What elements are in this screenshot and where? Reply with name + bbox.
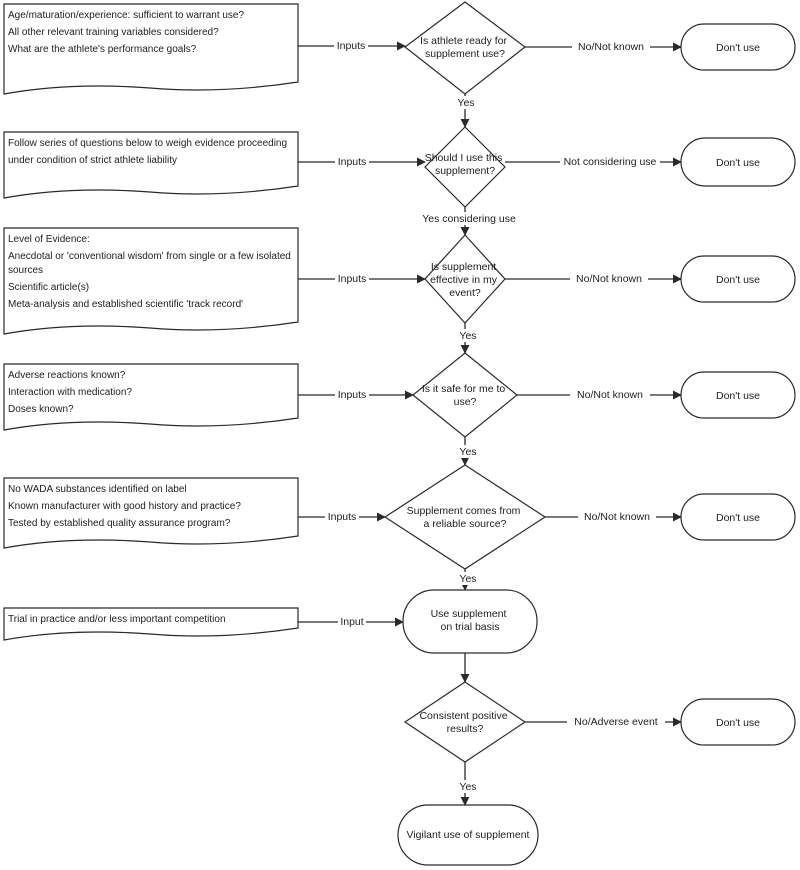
- svg-text:Use supplement on trial: Use supplement on trial basis: [431, 608, 510, 633]
- input-label: Inputs: [328, 511, 357, 523]
- input-document-3: Level of Evidence: Anecdotal or 'convent…: [3, 227, 299, 335]
- input-labels: Inputs Inputs Inputs Inputs Inputs Input: [325, 39, 369, 628]
- outcome-dont-use-5: Don't use: [680, 493, 796, 541]
- no-label: No/Adverse event: [574, 716, 658, 728]
- svg-text:Is athlete ready for sup: Is athlete ready for supplement use?: [420, 35, 510, 60]
- input-label: Inputs: [338, 156, 367, 168]
- decision-5: Supplement comes from a reliable source?: [383, 464, 547, 570]
- outcome-dont-use-6: Don't use: [680, 698, 796, 746]
- svg-text:Don't use: Don't use: [716, 274, 760, 286]
- yes-label: Yes: [459, 781, 476, 793]
- input-text: Age/maturation/experience: sufficient to…: [8, 10, 247, 55]
- input-document-6: Trial in practice and/or less important …: [3, 607, 299, 641]
- input-text: No WADA substances identified on label K…: [8, 484, 244, 529]
- input-text: Adverse reactions known? Interaction wit…: [8, 370, 135, 415]
- decision-6: Consistent positive results?: [403, 681, 527, 763]
- process-vigilant-use: Vigilant use of supplement: [397, 804, 539, 866]
- yes-label: Yes: [459, 330, 476, 342]
- decision-1: Is athlete ready for supplement use?: [404, 1, 526, 95]
- svg-text:Don't use: Don't use: [716, 390, 760, 402]
- svg-text:Don't use: Don't use: [716, 717, 760, 729]
- no-label: No/Not known: [578, 41, 644, 53]
- input-text: Follow series of questions below to weig…: [8, 138, 290, 166]
- input-document-5: No WADA substances identified on label K…: [3, 477, 299, 549]
- input-text: Level of Evidence: Anecdotal or 'convent…: [8, 234, 294, 310]
- outcome-dont-use-3: Don't use: [680, 255, 796, 303]
- input-label: Inputs: [337, 40, 366, 52]
- svg-text:Consistent positive resu: Consistent positive results?: [419, 710, 510, 735]
- input-document-1: Age/maturation/experience: sufficient to…: [3, 3, 299, 95]
- input-connectors: [298, 41, 426, 627]
- outcome-dont-use-4: Don't use: [680, 371, 796, 419]
- input-document-4: Adverse reactions known? Interaction wit…: [3, 363, 299, 431]
- outcome-dont-use-2: Don't use: [680, 137, 796, 187]
- svg-text:Is it safe for me to use: Is it safe for me to use?: [422, 383, 508, 408]
- no-label: No/Not known: [584, 511, 650, 523]
- svg-text:Don't use: Don't use: [716, 157, 760, 169]
- no-label: No/Not known: [577, 389, 643, 401]
- svg-text:Don't use: Don't use: [716, 42, 760, 54]
- no-label: Not considering use: [564, 156, 657, 168]
- input-label: Inputs: [338, 273, 367, 285]
- yes-labels: Yes Yes considering use Yes Yes Yes Yes: [421, 96, 517, 793]
- svg-text:Supplement comes from a: Supplement comes from a reliable source?: [407, 505, 524, 530]
- process-trial-use: Use supplement on trial basis: [402, 589, 538, 654]
- svg-text:Is supplement effective: Is supplement effective in my event?: [430, 261, 500, 299]
- decision-3: Is supplement effective in my event?: [424, 234, 506, 324]
- input-text: Trial in practice and/or less important …: [8, 614, 226, 625]
- yes-label: Yes: [459, 446, 476, 458]
- yes-label: Yes: [457, 97, 474, 109]
- no-label: No/Not known: [576, 273, 642, 285]
- outcome-dont-use-1: Don't use: [680, 23, 796, 71]
- input-document-2: Follow series of questions below to weig…: [3, 131, 299, 199]
- svg-text:Vigilant use of supplement: Vigilant use of supplement: [407, 829, 530, 841]
- yes-label: Yes: [459, 573, 476, 585]
- yes-label: Yes considering use: [422, 213, 516, 225]
- svg-text:Should I use this supple: Should I use this supplement?: [425, 152, 506, 177]
- svg-text:Don't use: Don't use: [716, 512, 760, 524]
- no-labels: No/Not known Not considering use No/Not …: [560, 40, 665, 728]
- decision-2: Should I use this supplement?: [424, 126, 506, 208]
- input-label: Inputs: [338, 389, 367, 401]
- input-label: Input: [340, 616, 363, 628]
- decision-4: Is it safe for me to use?: [412, 352, 518, 438]
